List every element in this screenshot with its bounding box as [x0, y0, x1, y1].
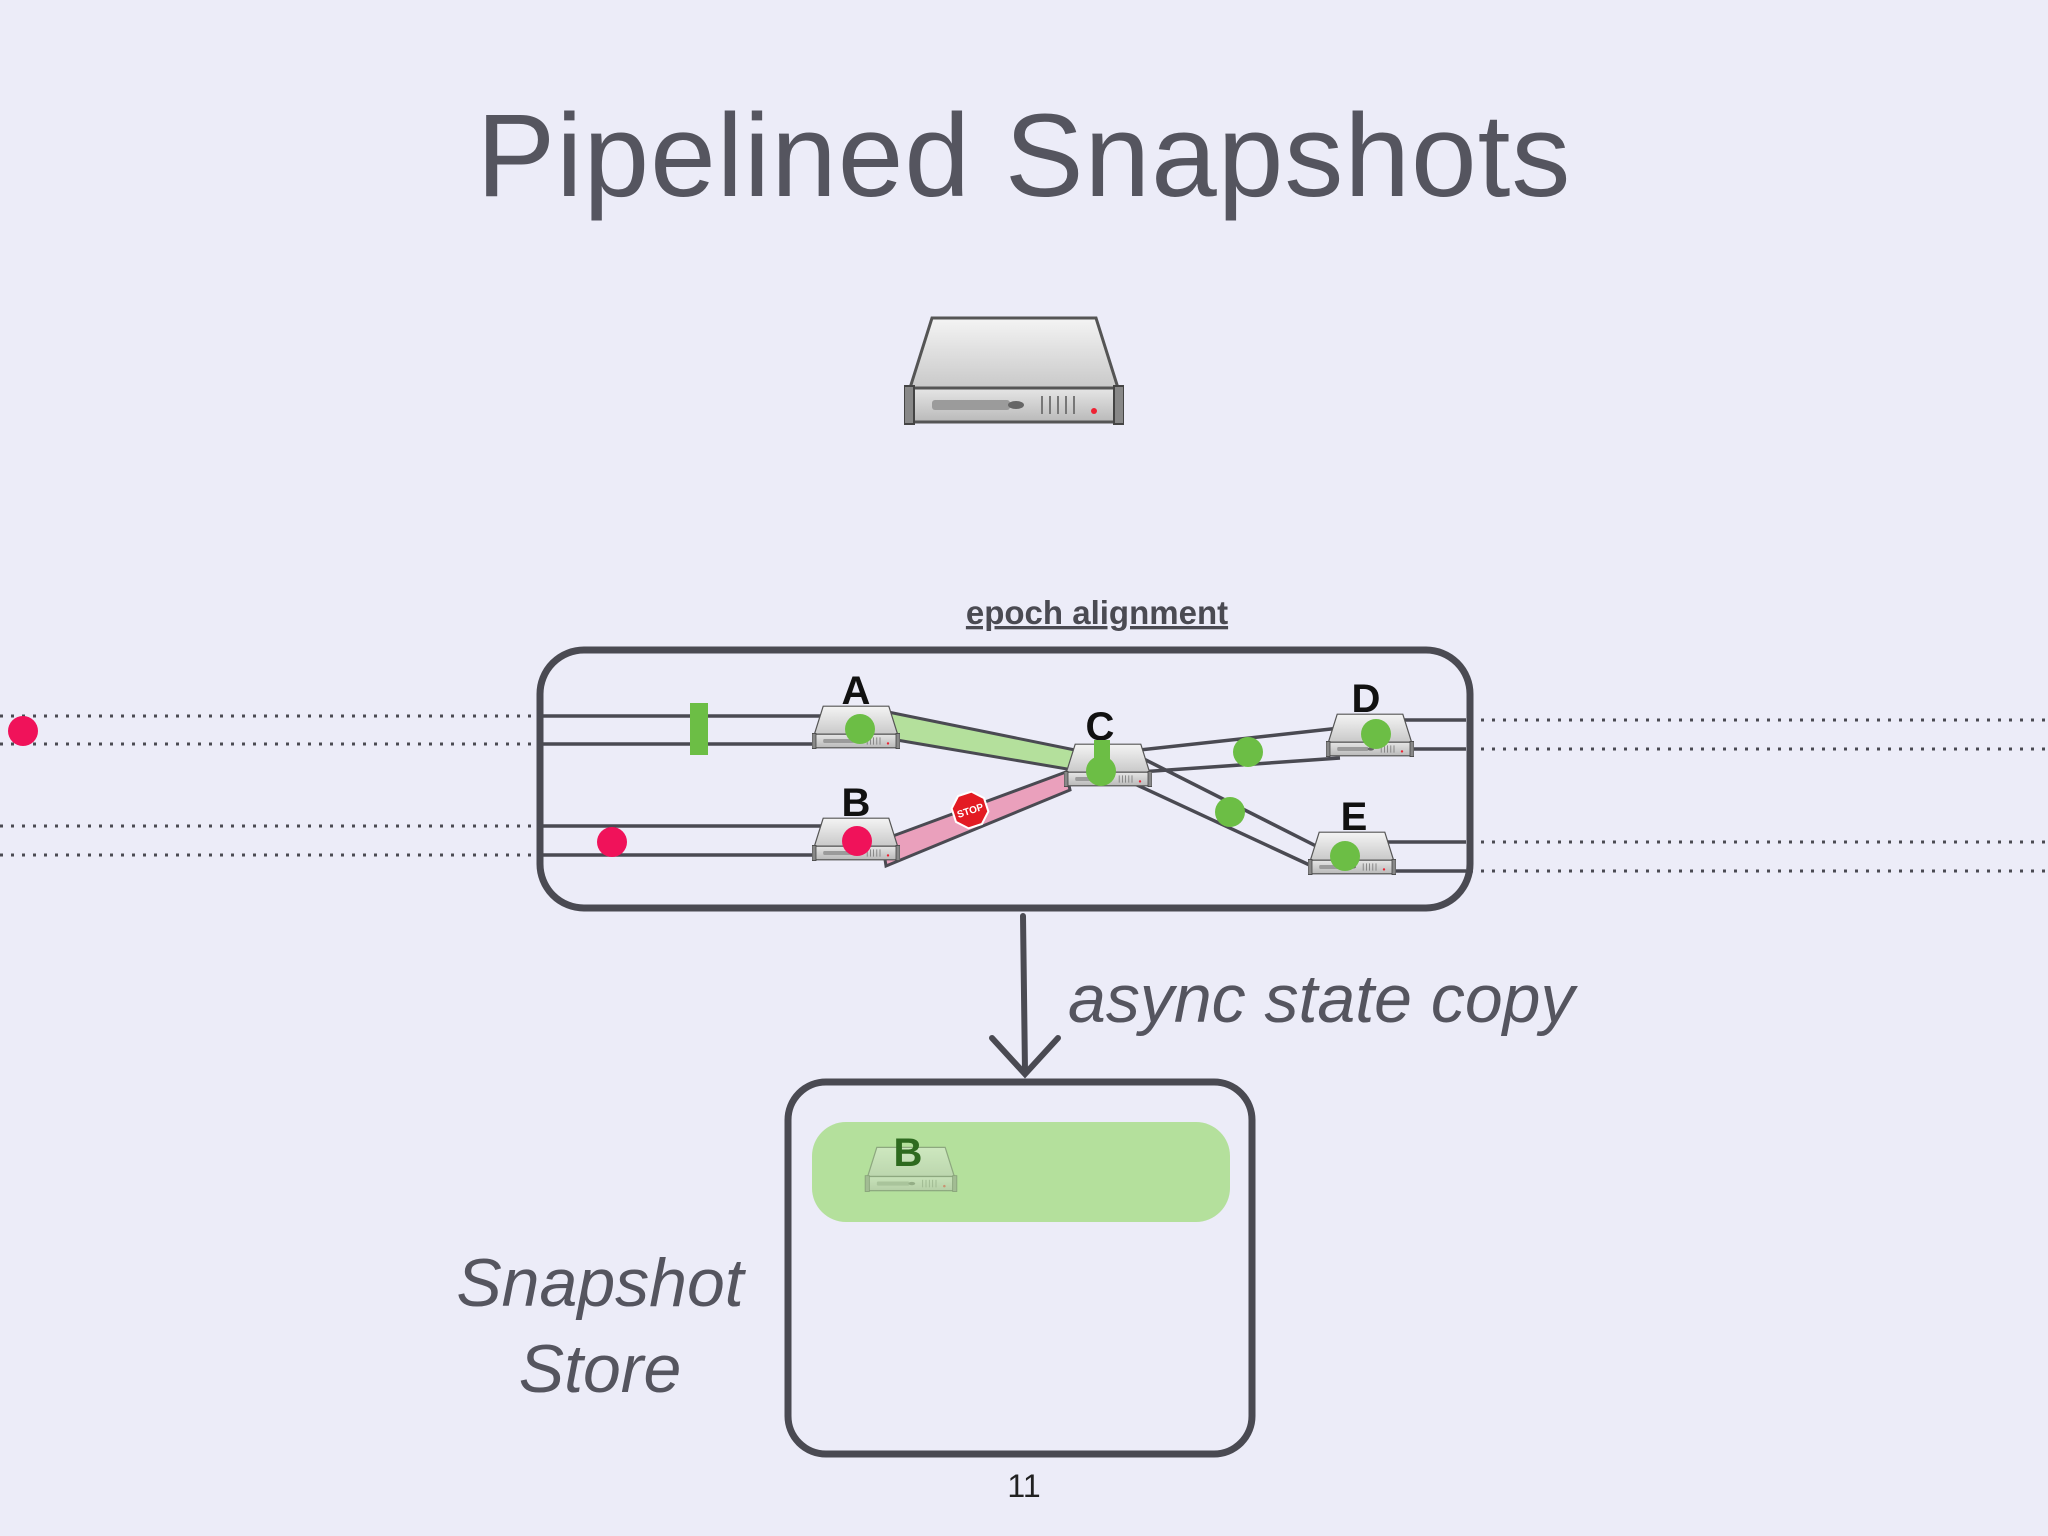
snapshot-entry-label: B — [894, 1131, 923, 1175]
snapshot-dot-e — [1330, 841, 1360, 871]
record-green-ce — [1215, 797, 1245, 827]
slide-title: Pipelined Snapshots — [476, 90, 1572, 222]
async-copy-arrow — [989, 913, 1061, 1079]
snapshot-dot-c — [1086, 756, 1116, 786]
record-red-b-input — [597, 827, 627, 857]
aligned-channel-highlight — [883, 710, 1077, 772]
snapshot-dot-d — [1361, 719, 1391, 749]
snapshot-store-label-line2: Store — [519, 1331, 682, 1407]
snapshot-store-box — [784, 1078, 1256, 1458]
snapshot-dot-a — [845, 714, 875, 744]
pipeline-box — [536, 646, 1474, 912]
epoch-alignment-label: epoch alignment — [966, 594, 1228, 631]
stop-sign-icon: STOP — [950, 790, 990, 830]
async-state-copy-label: async state copy — [1068, 961, 1578, 1037]
operator-b-label: B — [842, 781, 871, 825]
external-streams — [0, 714, 2048, 873]
snapshot-store-label-line1: Snapshot — [456, 1245, 746, 1321]
operator-d-label: D — [1352, 677, 1381, 721]
barrier-marker-a — [690, 703, 708, 755]
page-number: 11 — [1007, 1468, 1041, 1504]
internal-channels — [542, 714, 1466, 873]
record-green-cd — [1233, 737, 1263, 767]
operator-e-label: E — [1341, 795, 1368, 839]
record-incoming-red — [8, 716, 38, 746]
operator-a-label: A — [842, 669, 871, 713]
coordinator-server-icon — [904, 316, 1124, 426]
record-red-b — [842, 826, 872, 856]
